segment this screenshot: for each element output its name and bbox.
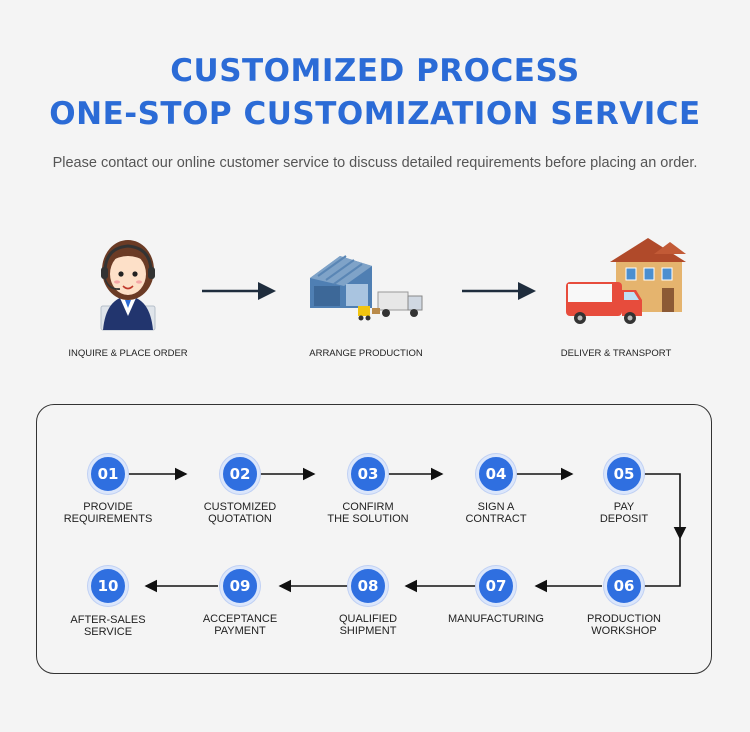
step-10-badge: 10 xyxy=(88,566,128,606)
step-02-label: CUSTOMIZED QUOTATION xyxy=(203,501,277,525)
step-08-label: QUALIFIED SHIPMENT xyxy=(338,613,398,637)
step-10-label: AFTER-SALES SERVICE xyxy=(70,614,146,638)
step-03-label: CONFIRM THE SOLUTION xyxy=(327,501,409,525)
step-04-badge: 04 xyxy=(476,454,516,494)
step-06-badge: 06 xyxy=(604,566,644,606)
flow-arrows xyxy=(128,467,687,593)
stage-label-inquire: INQUIRE & PLACE ORDER xyxy=(68,348,188,359)
step-09-badge: 09 xyxy=(220,566,260,606)
stage-label-production: ARRANGE PRODUCTION xyxy=(309,348,423,359)
process-flow-panel xyxy=(36,404,712,674)
step-05-badge: 05 xyxy=(604,454,644,494)
step-03-badge: 03 xyxy=(348,454,388,494)
step-09-label: ACCEPTANCE PAYMENT xyxy=(202,613,278,637)
step-01-badge: 01 xyxy=(88,454,128,494)
step-07-badge: 07 xyxy=(476,566,516,606)
step-01-label: PROVIDE REQUIREMENTS xyxy=(63,501,153,525)
step-08-badge: 08 xyxy=(348,566,388,606)
intro-text: Please contact our online customer servi… xyxy=(52,155,698,171)
step-07-label: MANUFACTURING xyxy=(448,613,544,625)
page-title: CUSTOMIZED PROCESS xyxy=(170,53,580,89)
step-04-label: SIGN A CONTRACT xyxy=(465,501,527,525)
page-subtitle-heading: ONE-STOP CUSTOMIZATION SERVICE xyxy=(49,96,701,132)
delivery-truck-house-icon xyxy=(548,234,708,334)
step-06-label: PRODUCTION WORKSHOP xyxy=(587,613,661,637)
stage-label-deliver: DELIVER & TRANSPORT xyxy=(560,348,672,359)
right-arrow-icon xyxy=(462,282,536,300)
step-05-label: PAY DEPOSIT xyxy=(599,501,649,525)
factory-warehouse-icon xyxy=(290,234,450,334)
step-02-badge: 02 xyxy=(220,454,260,494)
right-arrow-icon xyxy=(202,282,276,300)
customer-service-agent-icon xyxy=(48,234,208,334)
